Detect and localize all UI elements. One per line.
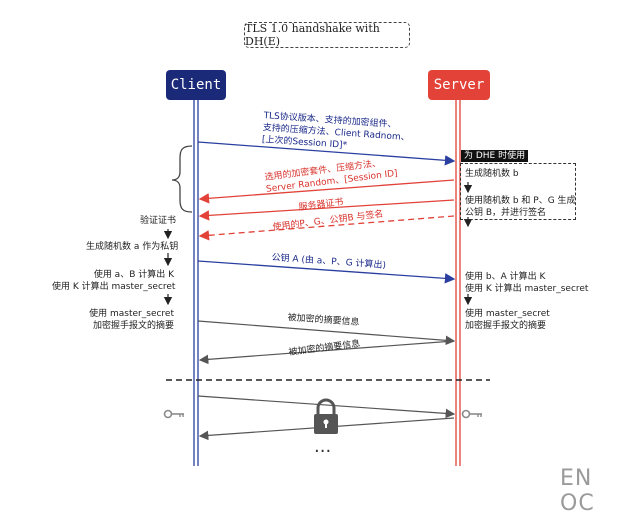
client-key-exchange-arrow — [197, 260, 456, 284]
server-actor: Server — [428, 70, 490, 100]
server-note-encrypt-digest: 使用 master_secret 加密握手报文的摘要 — [465, 309, 550, 331]
server-cert-arrow — [198, 199, 455, 221]
client-actor: Client — [166, 70, 226, 100]
lock-icon — [314, 398, 338, 434]
server-finished-arrow — [198, 340, 455, 365]
client-note-gen-random-a: 生成随机数 a 作为私钥 — [86, 242, 179, 252]
client-finished-arrow — [197, 320, 456, 346]
server-note-compute-k: 使用 b、A 计算出 K 使用 K 计算出 master_secret — [465, 272, 589, 294]
server-key-exchange-arrow — [198, 215, 455, 241]
client-note-verify-cert: 验证证书 — [140, 216, 177, 226]
encrypted-data-right-arrow — [197, 395, 456, 419]
key-icon — [163, 409, 184, 419]
brace — [171, 145, 193, 213]
client-note-compute-k: 使用 a、B 计算出 K 使用 K 计算出 master_secret — [52, 270, 176, 292]
client-note-encrypt-digest: 使用 master_secret 加密握手报文的摘要 — [89, 309, 174, 331]
dhe-box — [460, 163, 576, 220]
server-note-gen-random-b: 生成随机数 b — [465, 169, 519, 179]
key-icon — [461, 409, 482, 419]
dhe-tag: 为 DHE 时使用 — [461, 150, 529, 162]
watermark: EN OC — [560, 466, 595, 516]
sequence-lines — [163, 100, 490, 466]
client-hello-arrow — [197, 141, 456, 166]
ellipsis: ... — [314, 436, 332, 457]
diagram-title: TLS 1.0 handshake with DH(E) — [244, 22, 410, 48]
server-hello-arrow — [198, 179, 455, 204]
server-note-gen-key-b: 使用随机数 b 和 P、G 生成 公钥 B，并进行签名 — [465, 196, 576, 218]
